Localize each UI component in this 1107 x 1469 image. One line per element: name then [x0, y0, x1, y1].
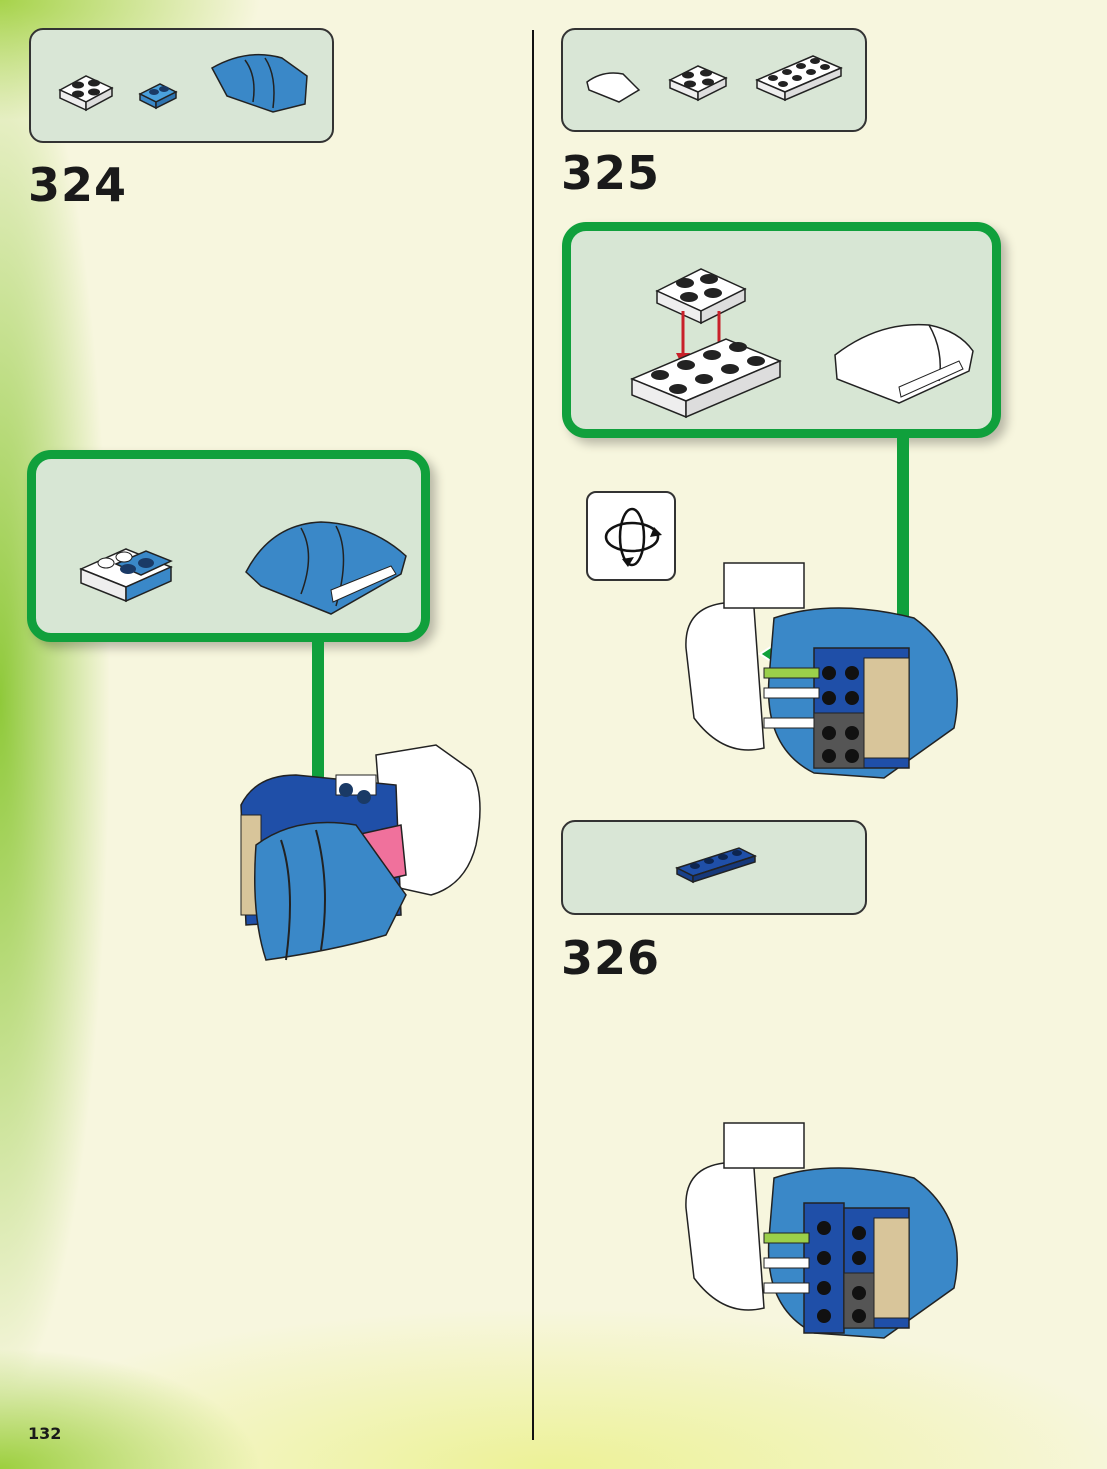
step-number-326: 326 [561, 931, 660, 985]
rotate-icon [596, 501, 668, 573]
part-white-2x4-plate [753, 50, 845, 104]
part-white-curved-tile [583, 68, 643, 106]
parts-box-step-324 [29, 28, 334, 143]
callout-white-curved-slope [829, 311, 979, 411]
callout-step-324 [27, 450, 430, 642]
callout-white-blue-plate-assembly [76, 539, 176, 609]
page-number: 132 [28, 1424, 61, 1443]
step-number-325: 325 [561, 146, 660, 200]
model-step-325 [684, 558, 969, 786]
part-blue-1x2-plate [138, 80, 178, 110]
part-blue-curved-slope [207, 46, 312, 116]
callout-blue-curved-slope [241, 514, 411, 624]
rotate-model-box [586, 491, 676, 581]
model-step-326 [684, 1118, 969, 1346]
callout-white-2x4-plate-bottom [626, 331, 786, 426]
column-divider [532, 30, 534, 1440]
part-blue-1x4-plate [673, 846, 759, 886]
part-white-2x2-plate-325 [666, 58, 730, 104]
part-white-2x2-plate [56, 68, 116, 114]
parts-box-step-325 [561, 28, 867, 132]
model-step-324 [236, 735, 486, 965]
callout-step-325 [562, 222, 1001, 438]
step-number-324: 324 [28, 158, 127, 212]
parts-box-step-326 [561, 820, 867, 915]
